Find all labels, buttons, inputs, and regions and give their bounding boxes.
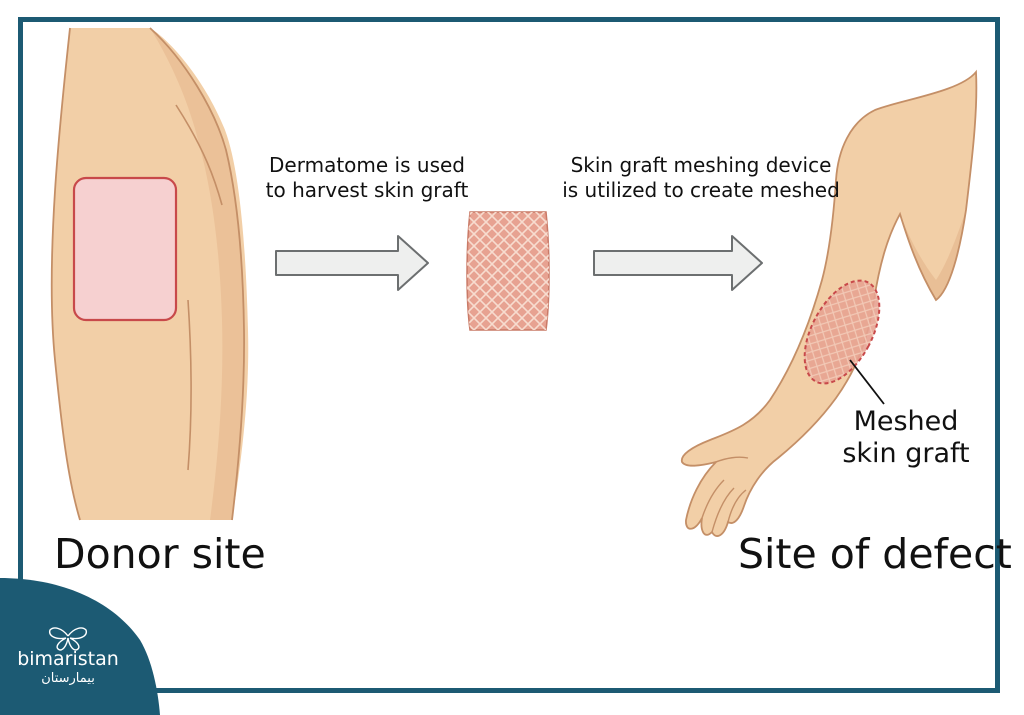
brand-name-latin: bimaristan	[17, 648, 119, 670]
donor-limb-outline	[50, 27, 245, 521]
step-1-caption-line-2: to harvest skin graft	[265, 178, 469, 202]
brand-name-arabic: بيمارستان	[41, 671, 95, 686]
donor-limb-shadow	[150, 28, 245, 520]
meshed-graft-callout: Meshed skin graft	[838, 406, 974, 470]
donor-site-patch	[72, 176, 178, 322]
recipient-finger-lines	[701, 456, 749, 533]
right-arrow-icon	[275, 235, 429, 291]
step-2-caption-line-1: Skin graft meshing device	[570, 153, 832, 177]
callout-leader-line	[849, 359, 885, 405]
step-2-caption: Skin graft meshing device is utilized to…	[560, 153, 842, 203]
step-1-caption-line-1: Dermatome is used	[269, 153, 465, 177]
step-1-caption: Dermatome is used to harvest skin graft	[262, 153, 472, 203]
recipient-arm-outline	[680, 69, 978, 537]
donor-limb	[50, 27, 249, 521]
diagram-frame	[18, 17, 1000, 693]
site-of-defect-label: Site of defect	[738, 530, 1012, 578]
harvested-skin-graft	[466, 211, 550, 331]
donor-site-label: Donor site	[54, 530, 266, 578]
recipient-arm	[680, 69, 978, 537]
callout-line-2: skin graft	[842, 438, 970, 469]
right-arrow-icon	[593, 235, 763, 291]
callout-line-1: Meshed	[853, 406, 959, 437]
donor-limb-crease	[175, 104, 223, 471]
step-2-caption-line-2: is utilized to create meshed	[562, 178, 840, 202]
brand-name: bimaristan بيمارستان	[16, 648, 120, 688]
meshed-graft-pattern	[803, 279, 881, 385]
